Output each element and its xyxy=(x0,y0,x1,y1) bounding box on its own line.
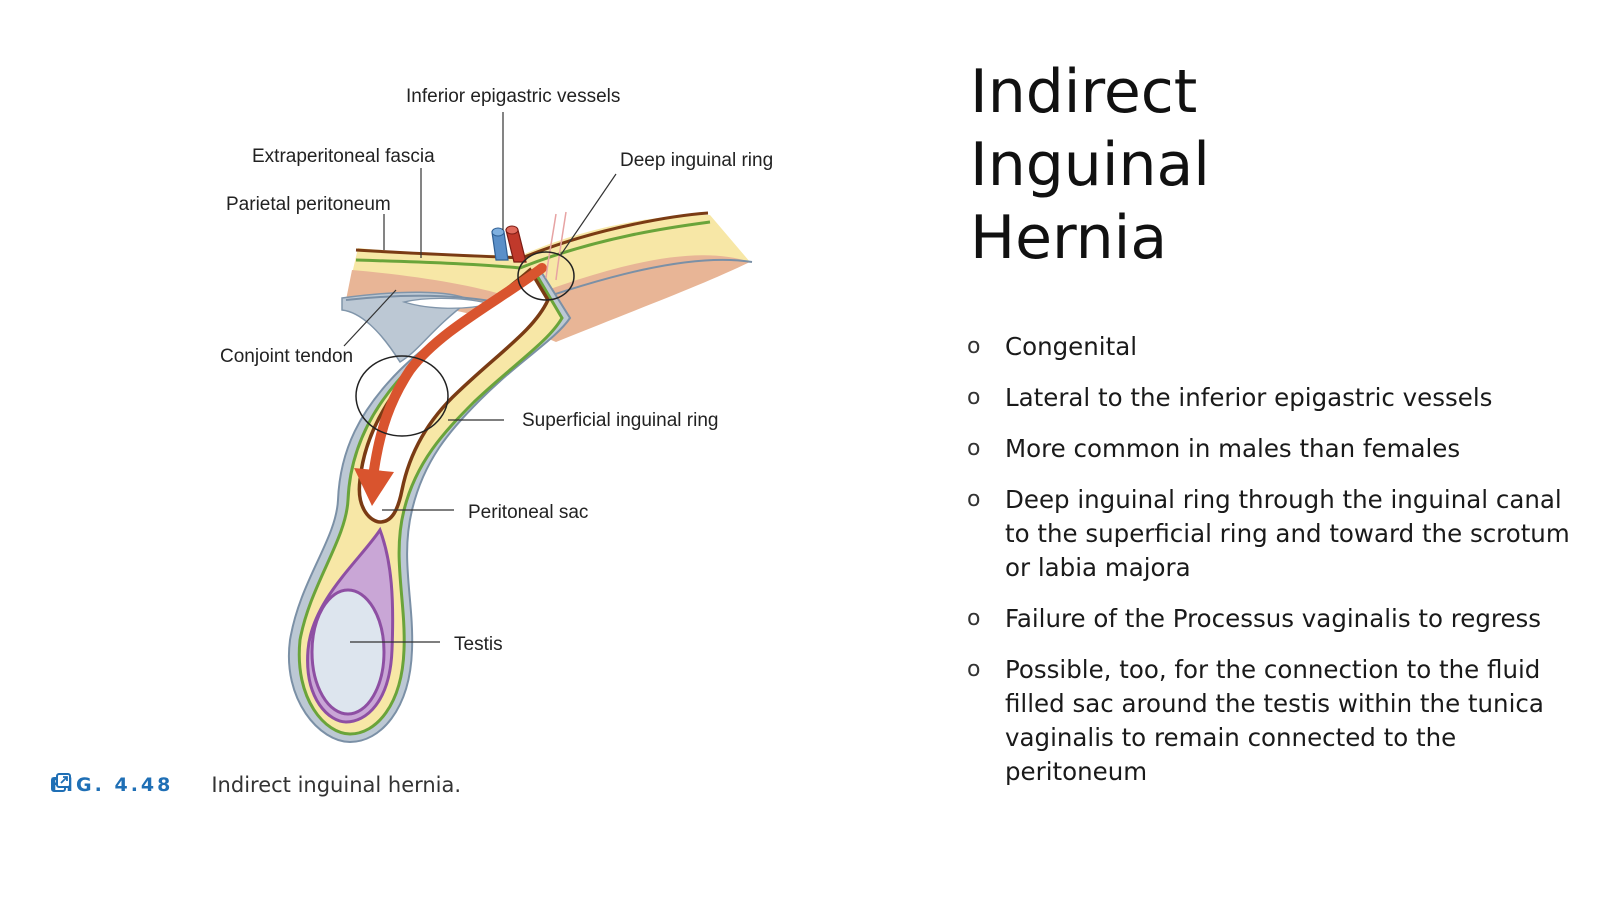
bullet-marker: o xyxy=(967,487,981,512)
list-item: o Failure of the Processus vaginalis to … xyxy=(967,602,1582,636)
label-inferior-epigastric-vessels: Inferior epigastric vessels xyxy=(406,86,620,107)
bullet-marker: o xyxy=(967,606,981,631)
list-item: o Lateral to the inferior epigastric ves… xyxy=(967,381,1582,415)
label-conjoint-tendon: Conjoint tendon xyxy=(220,346,353,367)
leader-deep-ring xyxy=(559,173,617,257)
label-extraperitoneal-fascia: Extraperitoneal fascia xyxy=(252,146,435,167)
list-item: o Congenital xyxy=(967,330,1582,364)
label-parietal-peritoneum: Parietal peritoneum xyxy=(226,194,391,215)
bullet-marker: o xyxy=(967,334,981,359)
label-superficial-inguinal-ring: Superficial inguinal ring xyxy=(522,410,718,431)
conjoint-tendon-shape xyxy=(341,291,472,364)
label-peritoneal-sac: Peritoneal sac xyxy=(468,502,588,523)
list-item: o Possible, too, for the connection to t… xyxy=(967,653,1582,789)
external-link-icon[interactable] xyxy=(51,773,203,796)
superficial-inguinal-ring-circle xyxy=(355,355,449,437)
figure-caption: FIG. 4.48 Indirect inguinal hernia. xyxy=(50,772,461,798)
bullet-text: Deep inguinal ring through the inguinal … xyxy=(1005,485,1570,582)
bullet-text: Congenital xyxy=(1005,332,1138,361)
bullet-list: o Congenital o Lateral to the inferior e… xyxy=(967,330,1582,806)
title-line-1: Indirect xyxy=(970,57,1198,127)
figure-number: FIG. 4.48 xyxy=(50,774,174,796)
hernia-diagram: Inferior epigastric vessels Extraperiton… xyxy=(220,86,773,744)
transversalis-fascia-band xyxy=(346,214,750,328)
hernia-figure: Inferior epigastric vessels Extraperiton… xyxy=(50,86,773,798)
bullet-text: Failure of the Processus vaginalis to re… xyxy=(1005,604,1542,633)
bullet-marker: o xyxy=(967,436,981,461)
title-line-2: Inguinal xyxy=(970,130,1210,200)
leader-conjoint xyxy=(343,289,397,347)
deep-inguinal-ring-circle xyxy=(517,251,575,301)
spermatic-cord-line-2 xyxy=(555,211,567,281)
inguinal-canal xyxy=(287,263,572,744)
inferior-epigastric-vessels-shape xyxy=(491,211,567,281)
list-item: o More common in males than females xyxy=(967,432,1582,466)
leader-lines xyxy=(343,112,617,643)
slide-title: Indirect Inguinal Hernia xyxy=(970,56,1210,275)
bullet-marker: o xyxy=(967,385,981,410)
title-line-3: Hernia xyxy=(970,203,1168,273)
artery-top xyxy=(505,225,519,235)
bullet-text: Possible, too, for the connection to the… xyxy=(1005,655,1544,786)
external-link-icon-glyph xyxy=(51,773,71,792)
list-item: o Deep inguinal ring through the inguina… xyxy=(967,483,1582,585)
figure-caption-text: Indirect inguinal hernia. xyxy=(211,773,462,797)
bullet-text: Lateral to the inferior epigastric vesse… xyxy=(1005,383,1493,412)
label-deep-inguinal-ring: Deep inguinal ring xyxy=(620,150,773,171)
vein-top xyxy=(491,227,505,237)
bullet-marker: o xyxy=(967,657,981,682)
spermatic-cord-line-1 xyxy=(545,213,557,279)
hernia-arrow-head xyxy=(354,468,394,506)
label-testis: Testis xyxy=(454,634,503,655)
testis-shape xyxy=(310,588,386,716)
bullet-text: More common in males than females xyxy=(1005,434,1461,463)
